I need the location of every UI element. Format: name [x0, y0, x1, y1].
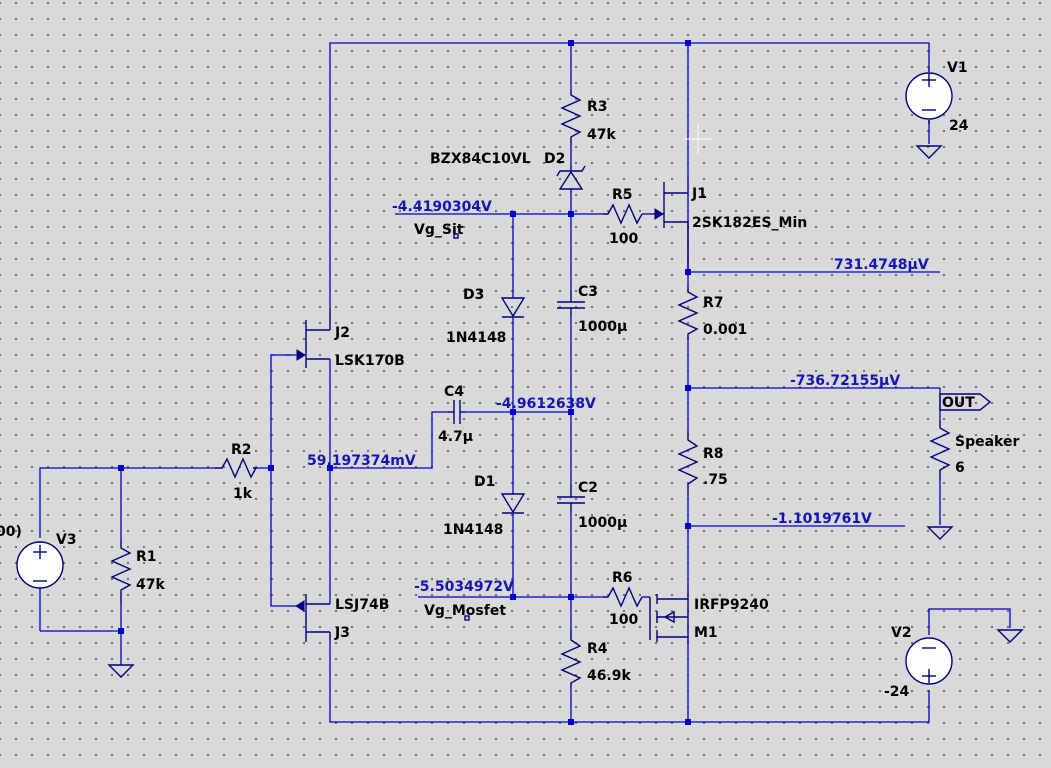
v2-name: V2 — [891, 625, 912, 641]
jfet-j3[interactable] — [295, 594, 331, 642]
c3-name: C3 — [578, 284, 598, 300]
r4-name: R4 — [587, 641, 608, 657]
jfet-j1[interactable] — [653, 181, 689, 272]
r1-name: R1 — [136, 549, 157, 565]
speaker-name: Speaker — [955, 434, 1019, 450]
ground-input — [107, 664, 135, 678]
c4-name: C4 — [444, 384, 464, 400]
r6-value: 100 — [609, 612, 638, 628]
r5-value: 100 — [609, 231, 638, 247]
r8-value: .75 — [703, 472, 728, 488]
diode-d1[interactable] — [500, 493, 526, 514]
v1-value: 24 — [949, 118, 969, 134]
resistor-r7[interactable] — [677, 285, 699, 340]
r2-value: 1k — [233, 486, 253, 502]
voltage-readout-j1-source: 731.4748µV — [834, 257, 929, 273]
net-label-vg-sit: Vg_Sit — [414, 222, 464, 238]
resistor-r8[interactable] — [677, 430, 699, 495]
j2-name: J2 — [334, 325, 350, 341]
diode-d3[interactable] — [500, 297, 526, 318]
v3-name: V3 — [56, 532, 77, 548]
j3-value: LSJ74B — [335, 597, 389, 613]
voltage-readout-vg-mosfet: -5.5034972V — [414, 579, 514, 595]
voltage-readout-out: -736.72155µV — [790, 373, 900, 389]
j3-name: J3 — [334, 625, 350, 641]
capacitor-c2[interactable] — [557, 484, 585, 511]
v1-name: V1 — [947, 60, 968, 76]
c2-name: C2 — [578, 480, 598, 496]
d3-value: 1N4148 — [446, 330, 506, 346]
c3-value: 1000µ — [578, 319, 627, 335]
jfet-j2[interactable] — [296, 308, 331, 368]
net-label-out: OUT — [942, 395, 975, 411]
voltage-readout-r8-bottom: -1.1019761V — [772, 511, 872, 527]
ground-speaker — [926, 526, 954, 540]
voltage-source-v3[interactable] — [16, 541, 64, 589]
r1-value: 47k — [136, 577, 165, 593]
zener-diode-d2[interactable] — [556, 165, 586, 193]
r6-name: R6 — [612, 570, 633, 586]
voltage-readout-vg-sit: -4.4190304V — [392, 199, 492, 215]
v3-value-fragment: 00) — [0, 524, 22, 540]
ground-v1 — [915, 145, 943, 159]
voltage-source-v1[interactable] — [905, 68, 953, 124]
r3-name: R3 — [587, 99, 608, 115]
resistor-r4[interactable] — [560, 630, 582, 688]
v2-value: -24 — [884, 684, 910, 700]
resistor-r6[interactable] — [603, 586, 643, 608]
voltage-source-v2[interactable] — [905, 637, 953, 685]
net-label-vg-mosfet: Vg_Mosfet — [424, 603, 506, 619]
voltage-readout-j-sources: 59.197374mV — [307, 453, 416, 469]
net-marker-vg-mosfet — [464, 615, 470, 621]
r5-name: R5 — [612, 187, 633, 203]
voltage-readout-c4-node: -4.9612638V — [496, 396, 596, 412]
m1-name: M1 — [694, 625, 718, 641]
resistor-r5[interactable] — [603, 203, 643, 225]
r2-name: R2 — [231, 442, 252, 458]
j2-value: LSK170B — [335, 353, 405, 369]
resistor-speaker[interactable] — [929, 420, 951, 480]
net-marker-vg-sit — [453, 233, 459, 239]
r7-name: R7 — [703, 295, 724, 311]
resistor-r1[interactable] — [110, 540, 132, 605]
c2-value: 1000µ — [578, 515, 627, 531]
resistor-r3[interactable] — [560, 90, 582, 145]
j1-value: 2SK182ES_Min — [692, 215, 807, 231]
resistor-r2[interactable] — [215, 457, 258, 479]
d2-value: BZX84C10VL — [430, 151, 531, 167]
junction-dots — [118, 40, 691, 725]
ground-v2 — [996, 629, 1024, 643]
mosfet-m1[interactable] — [649, 585, 689, 643]
d3-name: D3 — [463, 287, 484, 303]
r7-value: 0.001 — [703, 322, 747, 338]
r3-value: 47k — [587, 127, 616, 143]
c4-value: 4.7µ — [438, 429, 473, 445]
d1-name: D1 — [474, 474, 495, 490]
mouse-cursor-crosshair — [683, 124, 713, 154]
speaker-value: 6 — [955, 460, 965, 476]
r8-name: R8 — [703, 446, 724, 462]
capacitor-c4[interactable] — [448, 400, 466, 424]
out-port-flag[interactable] — [939, 393, 992, 411]
r4-value: 46.9k — [587, 668, 632, 684]
m1-value: IRFP9240 — [694, 597, 769, 613]
d1-value: 1N4148 — [443, 522, 503, 538]
d2-name: D2 — [544, 151, 565, 167]
capacitor-c3[interactable] — [557, 290, 585, 317]
j1-name: J1 — [691, 186, 707, 202]
